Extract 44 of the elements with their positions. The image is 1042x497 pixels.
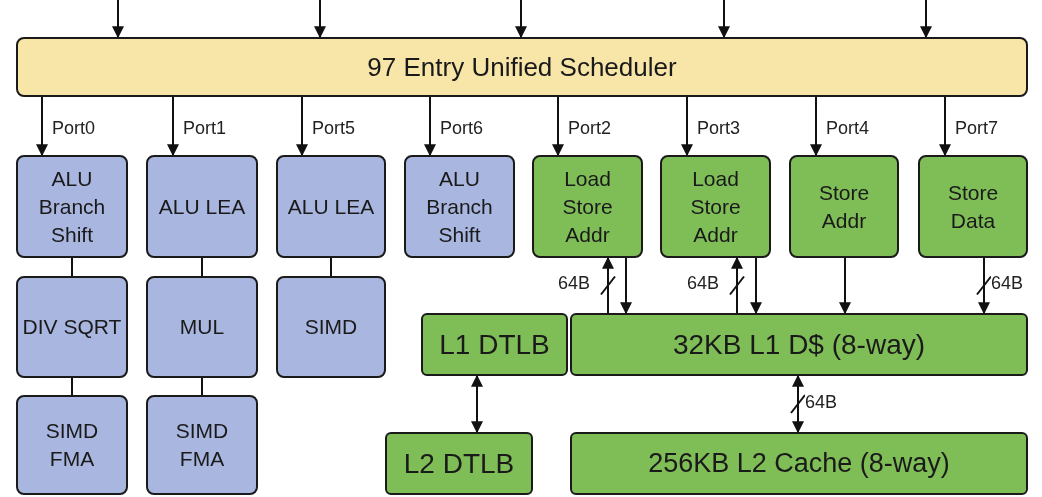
unit-box: Load Store Addr [532,155,643,258]
arrow [515,0,527,39]
arrow [112,0,124,39]
unit-box: L2 DTLB [385,432,533,495]
arrow [978,257,990,315]
scheduler-box: 97 Entry Unified Scheduler [16,37,1028,97]
arrow [620,257,632,315]
arrow [471,374,483,434]
arrow [552,96,564,157]
unit-box: ALU LEA [276,155,386,258]
unit-box: ALU LEA [146,155,258,258]
arrow [810,96,822,157]
unit-box: SIMD FMA [16,395,128,495]
connector-line [71,377,73,396]
arrow [920,0,932,39]
unit-box: 256KB L2 Cache (8-way) [570,432,1028,495]
arrow [731,256,743,314]
arrow [296,96,308,157]
arrow [681,96,693,157]
unit-box: L1 DTLB [421,313,568,376]
unit-box: SIMD [276,276,386,378]
arrow [167,96,179,157]
arrow [792,374,804,434]
unit-box: DIV SQRT [16,276,128,378]
arrow [939,96,951,157]
connector-line [201,377,203,396]
arrow [314,0,326,39]
arrow [424,96,436,157]
arrow [750,257,762,315]
connector-line [71,257,73,277]
unit-box: MUL [146,276,258,378]
unit-box: Store Addr [789,155,899,258]
connector-line [330,257,332,277]
unit-box: SIMD FMA [146,395,258,495]
unit-box: ALU Branch Shift [404,155,515,258]
arrow [839,257,851,315]
unit-box: ALU Branch Shift [16,155,128,258]
unit-box: Store Data [918,155,1028,258]
connector-line [201,257,203,277]
unit-box: 32KB L1 D$ (8-way) [570,313,1028,376]
arrow [718,0,730,39]
unit-box: Load Store Addr [660,155,771,258]
arrow [36,96,48,157]
arrow [602,256,614,314]
